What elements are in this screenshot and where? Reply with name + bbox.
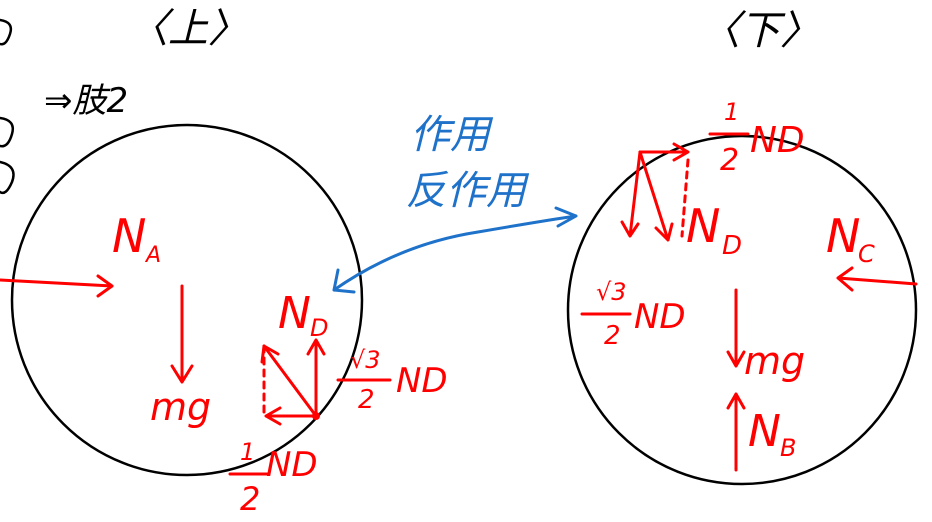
lower-ball-circle	[566, 134, 918, 486]
upper-ball-circle	[10, 123, 364, 477]
cut-off-stroke-3	[0, 160, 15, 195]
lower-nd-subscript: D	[722, 231, 742, 261]
nd-horizontal-component-arrow	[264, 406, 318, 426]
lower-ball-title: 〈下〉	[700, 8, 820, 54]
nc-arrow	[836, 266, 918, 292]
lower-half-denominator: 2	[720, 143, 739, 178]
nc-label: N	[826, 209, 860, 263]
nd-vertical-component-arrow	[306, 338, 326, 418]
upper-mg-arrow	[170, 284, 194, 384]
lower-half-numerator: 1	[724, 98, 739, 126]
lower-nd-label: N	[686, 199, 720, 253]
action-label: 作用	[410, 112, 494, 158]
na-label: N	[112, 209, 146, 263]
lower-vertical-component-arrow	[620, 150, 642, 238]
lower-mg-arrow	[726, 288, 746, 368]
upper-half-denominator: 2	[240, 480, 260, 518]
nb-label: N	[748, 406, 781, 457]
upper-nd-subscript: D	[310, 314, 328, 342]
upper-ball-title: 〈上〉	[128, 6, 248, 52]
action-reaction-arrow	[332, 206, 578, 294]
upper-half-nd: ND	[266, 445, 318, 485]
nd-resultant-arrow	[260, 344, 318, 418]
upper-sqrt3-denominator: 2	[358, 385, 375, 415]
na-arrow	[0, 274, 114, 298]
upper-nd-label: N	[278, 288, 311, 339]
lower-sqrt3-denominator: 2	[604, 321, 621, 351]
lower-dashed-guide	[680, 158, 690, 238]
nb-arrow	[726, 392, 746, 472]
lower-sqrt3-nd: ND	[634, 297, 686, 337]
upper-sqrt3-numerator: √3	[350, 346, 381, 374]
nc-subscript: C	[858, 240, 875, 268]
nb-subscript: B	[780, 434, 796, 462]
cut-off-stroke-1	[0, 18, 13, 46]
upper-sqrt3-nd: ND	[396, 361, 448, 401]
lower-mg-label: mg	[744, 339, 805, 383]
lower-horizontal-component-arrow	[638, 142, 690, 162]
lower-half-nd: ND	[750, 120, 805, 161]
reaction-label: 反作用	[406, 168, 530, 214]
upper-half-numerator: 1	[240, 438, 255, 466]
na-subscript: A	[144, 243, 161, 268]
upper-mg-label: mg	[150, 385, 211, 429]
lower-nd-resultant-arrow	[638, 150, 674, 242]
cut-off-stroke-2	[0, 116, 14, 148]
side-note: ⇒肢2	[44, 81, 128, 121]
lower-sqrt3-numerator: √3	[596, 278, 627, 306]
